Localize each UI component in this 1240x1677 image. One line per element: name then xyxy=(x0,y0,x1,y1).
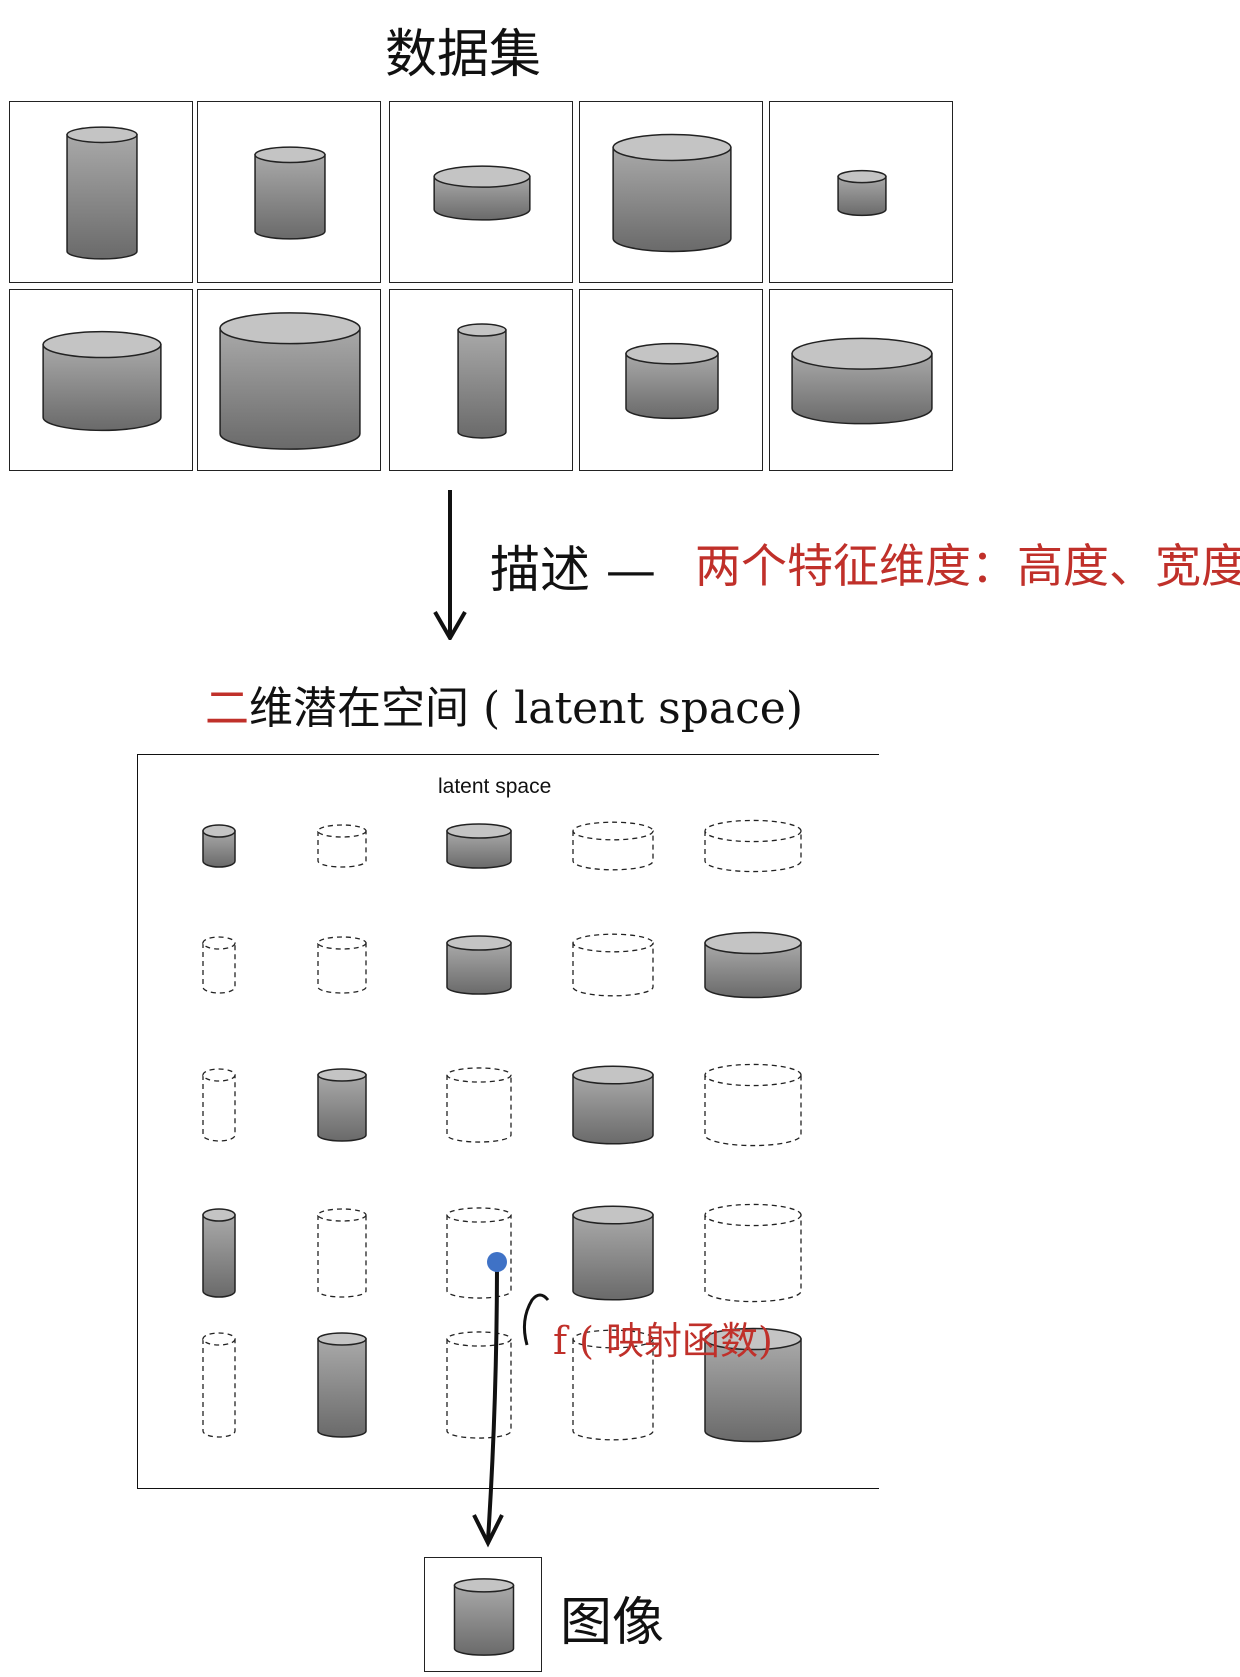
mapping-function-label: f ( 映射函数) xyxy=(553,1319,773,1363)
dataset-cylinder xyxy=(837,169,887,217)
dataset-cell xyxy=(197,289,381,471)
describe-label: 描述 — xyxy=(490,541,656,599)
dataset-cell xyxy=(579,289,763,471)
dataset-cylinder xyxy=(66,126,138,260)
dataset-cell xyxy=(769,289,953,471)
latent-cylinder-empty xyxy=(572,1329,654,1441)
dataset-cell xyxy=(389,289,573,471)
latent-cylinder-empty xyxy=(202,1332,236,1438)
dataset-title: 数据集 xyxy=(385,25,542,85)
latent-cylinder-empty xyxy=(317,1208,367,1298)
output-cylinder-icon xyxy=(453,1578,515,1656)
dataset-cylinder xyxy=(612,133,732,253)
dataset-cylinder xyxy=(791,337,933,425)
latent-cylinder-empty xyxy=(572,821,654,871)
latent-cylinder-empty xyxy=(446,1331,512,1439)
latent-cylinder-sample xyxy=(202,1208,236,1298)
down-arrow-icon xyxy=(433,490,467,640)
latent-cylinder-empty xyxy=(572,933,654,997)
latent-cylinder-empty xyxy=(317,824,367,868)
dataset-cylinder xyxy=(219,312,361,450)
latent-space-heading: 二维潜在空间 ( latent space) xyxy=(205,672,803,736)
dataset-cylinder xyxy=(625,342,719,420)
latent-cylinder-sample xyxy=(202,824,236,868)
latent-space-panel: latent space xyxy=(137,754,879,1489)
latent-cylinder-empty xyxy=(202,936,236,994)
latent-cylinder-sample xyxy=(317,1332,367,1438)
dataset-cylinder xyxy=(433,165,531,221)
dataset-cylinder xyxy=(254,146,326,240)
latent-cylinder-empty xyxy=(704,1063,802,1147)
dimensions-label: 两个特征维度：高度、宽度 xyxy=(695,539,1240,593)
dataset-cylinder xyxy=(457,323,507,439)
latent-cylinder-sample xyxy=(446,823,512,869)
latent-title-prefix: 二 xyxy=(205,683,249,734)
latent-title-rest: 维潜在空间 ( latent space) xyxy=(249,683,803,734)
dataset-cell xyxy=(9,289,193,471)
dataset-cylinder xyxy=(42,330,162,432)
dataset-cell xyxy=(9,101,193,283)
latent-cylinder-empty xyxy=(704,819,802,873)
output-image-box xyxy=(424,1557,542,1672)
latent-cylinder-empty xyxy=(446,1067,512,1143)
latent-cylinder-sample xyxy=(446,935,512,995)
latent-cylinder-empty xyxy=(202,1068,236,1142)
latent-space-grid xyxy=(202,819,802,1443)
latent-cylinder-empty xyxy=(317,936,367,994)
latent-cylinder-sample xyxy=(572,1205,654,1301)
latent-space-chart-title: latent space xyxy=(438,775,552,798)
latent-cylinder-empty xyxy=(446,1207,512,1299)
latent-cylinder-sample xyxy=(704,931,802,999)
latent-cylinder-sample xyxy=(572,1065,654,1145)
dataset-cell xyxy=(389,101,573,283)
image-label: 图像 xyxy=(560,1593,665,1653)
dataset-cell xyxy=(197,101,381,283)
latent-cylinder-empty xyxy=(704,1203,802,1303)
latent-cylinder-sample xyxy=(704,1327,802,1443)
latent-cylinder-sample xyxy=(317,1068,367,1142)
output-cylinder xyxy=(453,1578,515,1656)
dataset-cell xyxy=(579,101,763,283)
dataset-cell xyxy=(769,101,953,283)
